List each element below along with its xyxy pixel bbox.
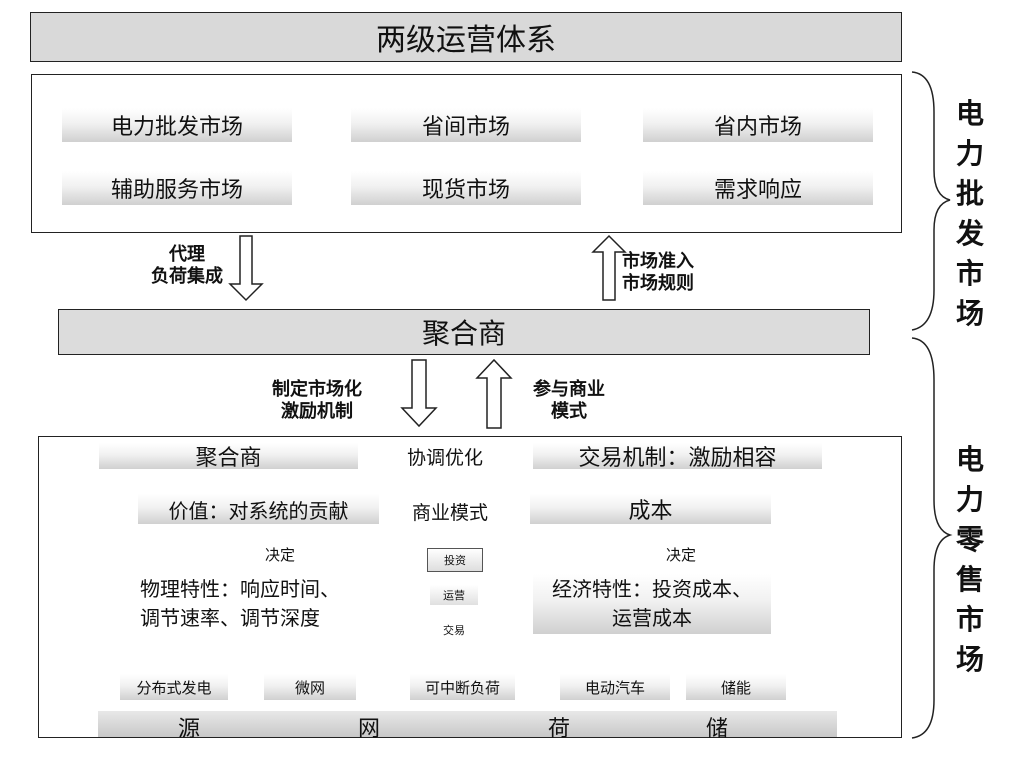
decide-label-left: 决定: [265, 546, 296, 564]
physical-characteristics: 物理特性：响应时间、 调节速率、调节深度: [140, 577, 340, 630]
wholesale-cell-5: 现货市场: [351, 171, 581, 205]
bottom-label-load: 荷: [548, 717, 571, 742]
up-arrow-icon: [475, 358, 513, 429]
resource-electric-vehicle: 电动汽车: [560, 674, 670, 700]
wholesale-cell-3: 省内市场: [643, 108, 873, 142]
bottom-row-band: [98, 711, 837, 737]
business-model-label: 商业模式: [412, 502, 489, 524]
retail-header-mechanism: 交易机制：激励相容: [533, 443, 822, 471]
side-label-wholesale: 电 力 批 发 市 场: [955, 97, 984, 330]
value-box: 价值：对系统的贡献: [138, 494, 379, 524]
bottom-label-storage: 储: [706, 717, 729, 742]
up-arrow-icon: [591, 234, 627, 301]
arrow-label-incentive: 制定市场化 激励机制: [272, 379, 362, 422]
aggregator-title: 聚合商: [421, 317, 506, 350]
retail-brace: [911, 337, 953, 739]
economic-characteristics: 经济特性：投资成本、 运营成本: [533, 574, 771, 634]
small-item-operation: 运营: [430, 585, 478, 605]
cost-box: 成本: [530, 494, 771, 524]
bottom-label-grid: 网: [358, 717, 381, 742]
top-title: 两级运营体系: [376, 23, 556, 58]
resource-microgrid: 微网: [264, 674, 356, 700]
retail-header-aggregator: 聚合商: [99, 443, 358, 471]
aggregator-banner: 聚合商: [58, 309, 870, 355]
down-arrow-icon: [228, 235, 264, 302]
wholesale-market-box: [31, 74, 902, 233]
arrow-label-proxy: 代理 负荷集成: [151, 244, 223, 287]
bottom-label-source: 源: [178, 717, 201, 742]
decide-label-right: 决定: [666, 546, 697, 564]
wholesale-brace: [911, 71, 951, 331]
arrow-label-participate: 参与商业 模式: [533, 379, 605, 422]
retail-header-coordinate: 协调优化: [407, 447, 484, 469]
arrow-label-access: 市场准入 市场规则: [622, 251, 694, 294]
wholesale-cell-6: 需求响应: [643, 171, 873, 205]
side-label-retail: 电 力 零 售 市 场: [955, 443, 984, 676]
resource-storage: 储能: [686, 674, 786, 700]
top-title-banner: 两级运营体系: [30, 12, 902, 62]
wholesale-cell-2: 省间市场: [351, 108, 581, 142]
wholesale-cell-1: 电力批发市场: [62, 108, 292, 142]
down-arrow-icon: [400, 359, 438, 428]
small-item-investment: 投资: [427, 548, 483, 572]
small-item-trade: 交易: [443, 624, 465, 637]
resource-distributed-generation: 分布式发电: [120, 674, 228, 700]
resource-interruptible-load: 可中断负荷: [410, 674, 515, 700]
wholesale-cell-4: 辅助服务市场: [62, 171, 292, 205]
